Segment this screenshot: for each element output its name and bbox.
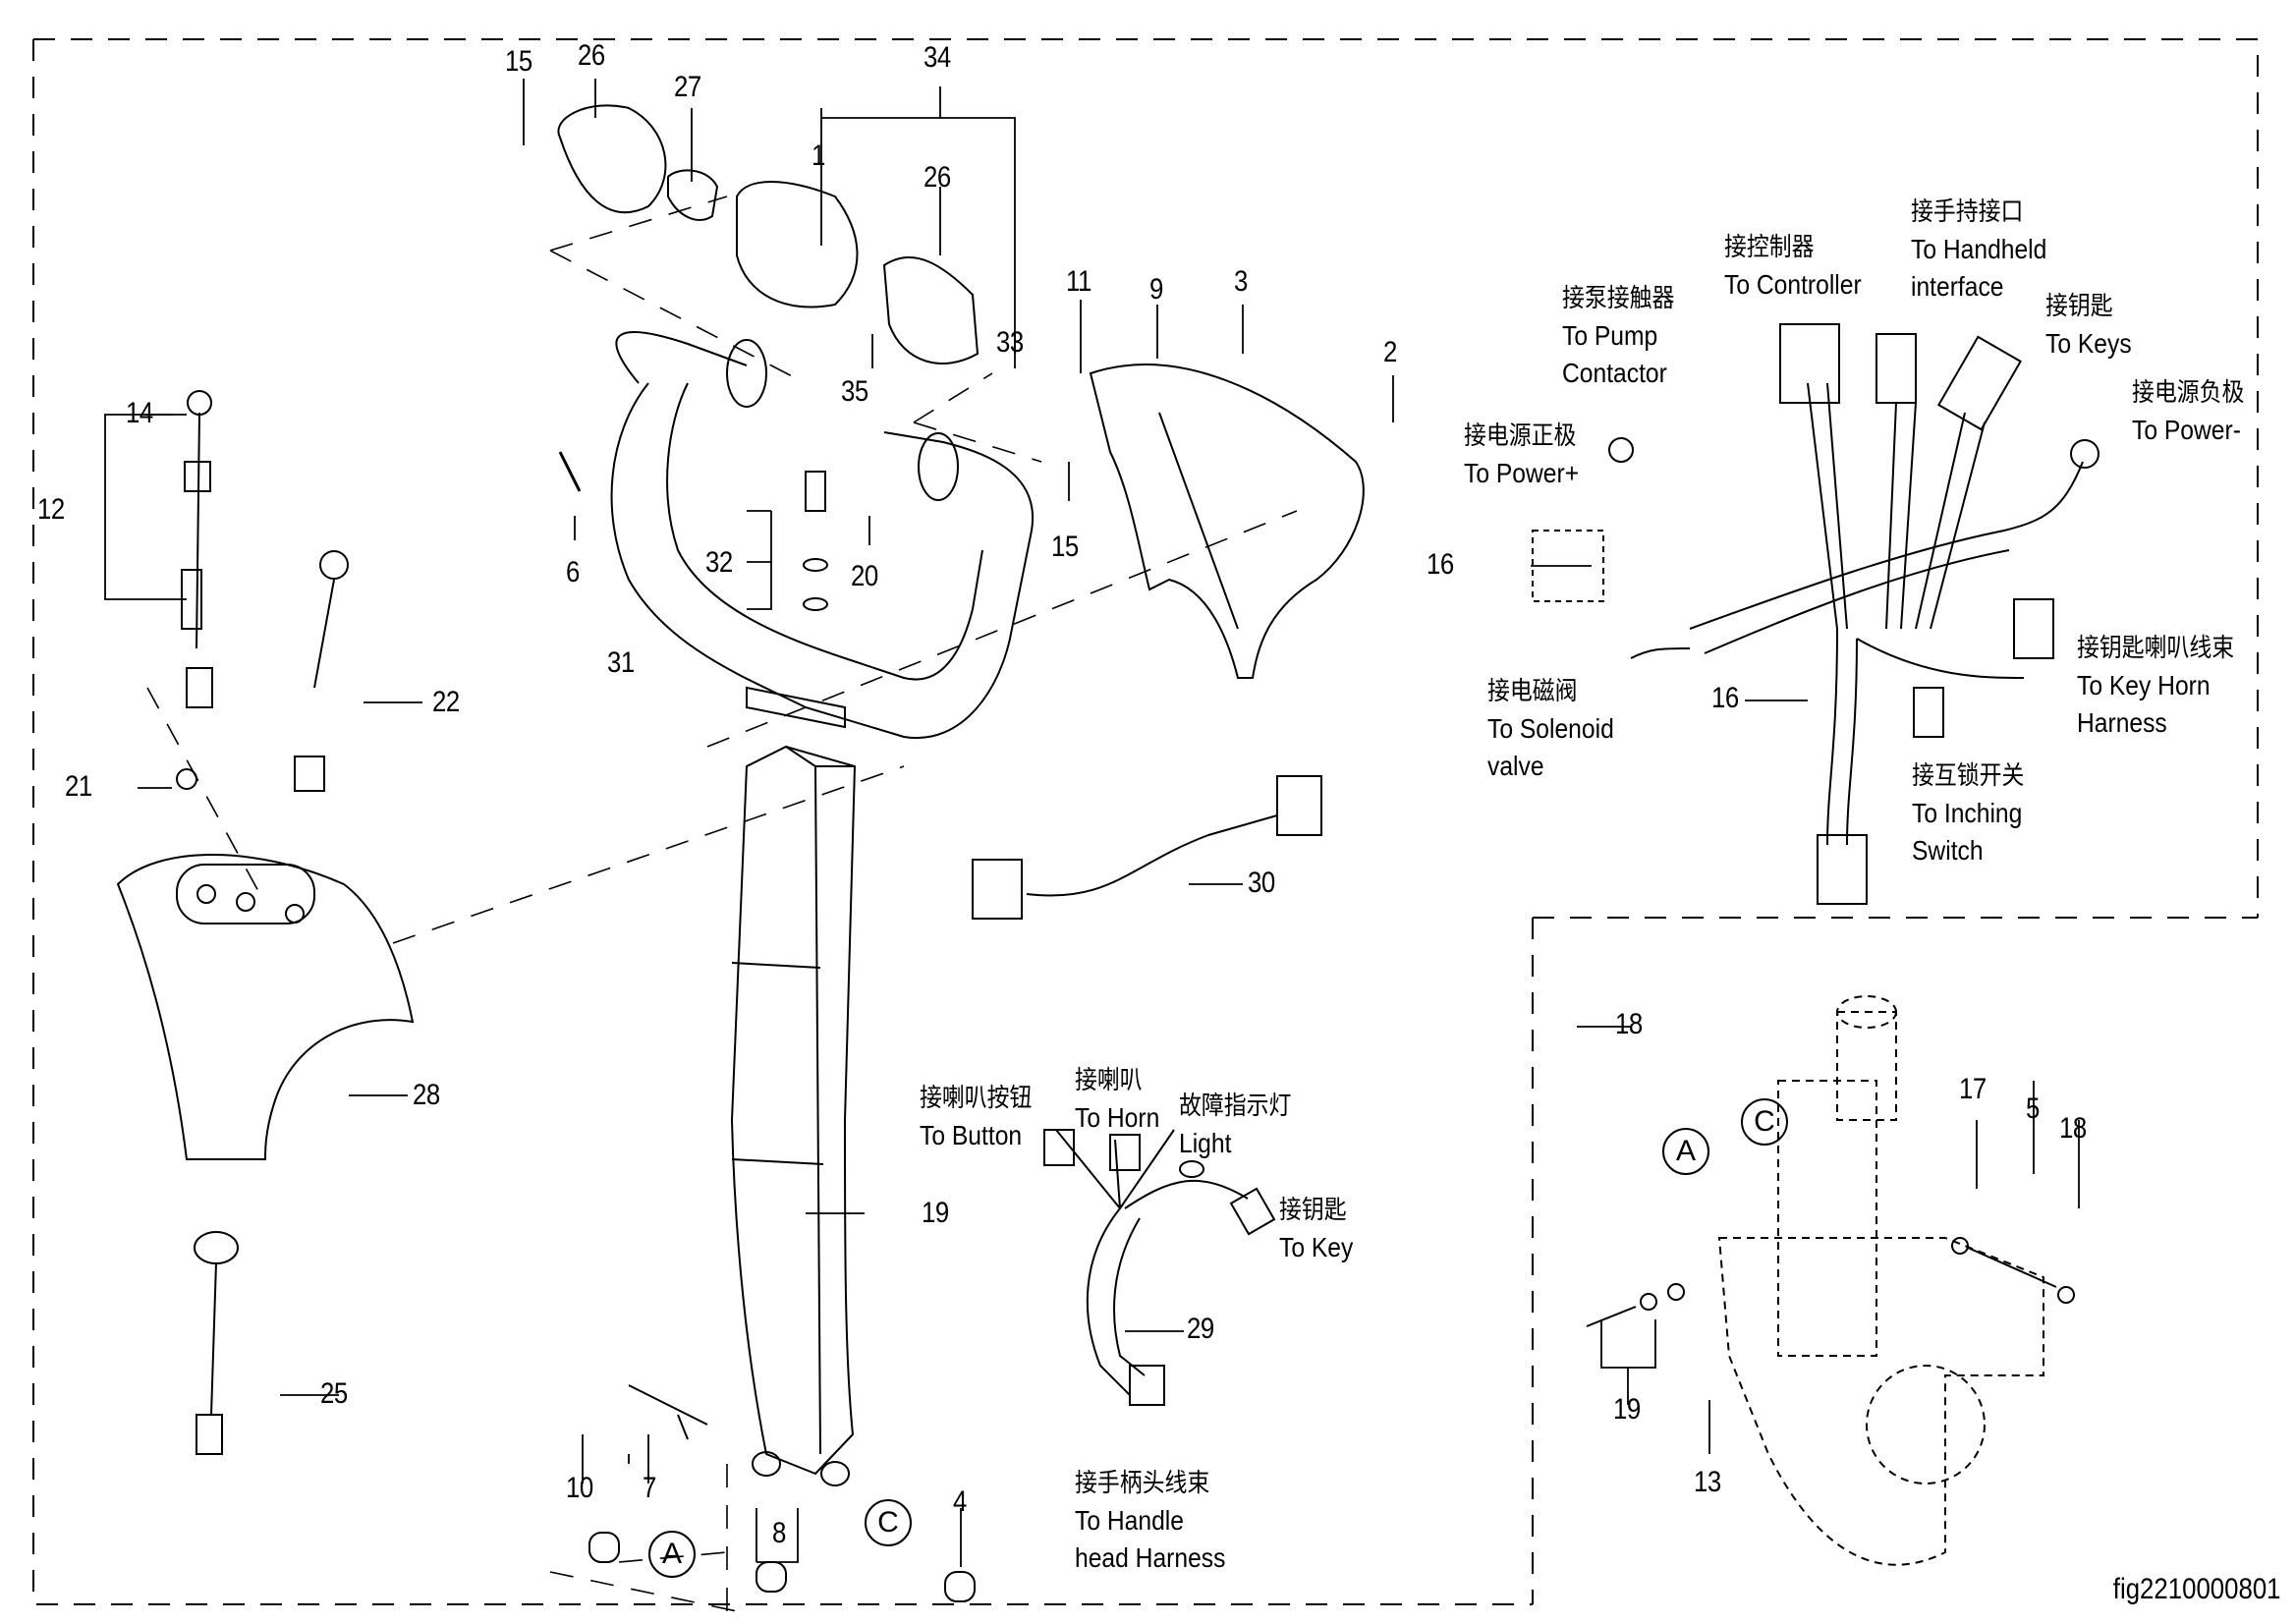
- callout-1: 1: [812, 140, 825, 172]
- annotation-pump-contactor: 接泵接触器 To Pump Contactor: [1562, 284, 1675, 388]
- callout-8: 8: [772, 1517, 786, 1549]
- ref-marker-c-drive: C: [1741, 1098, 1788, 1146]
- callout-16: 16: [1711, 682, 1739, 714]
- callout-6: 6: [566, 556, 580, 588]
- annotation-key: 接钥匙 To Key: [1279, 1196, 1354, 1262]
- ref-marker-c-bottom: C: [865, 1499, 912, 1546]
- callout-26-mid: 26: [924, 161, 951, 194]
- callout-20: 18: [1615, 1008, 1643, 1040]
- callout-31: 31: [607, 646, 635, 679]
- callout-25: 25: [320, 1377, 348, 1410]
- callout-14: 14: [126, 397, 153, 429]
- ref-marker-a-bottom: A: [648, 1531, 696, 1578]
- assembly-guides: [146, 196, 1298, 1612]
- callout-3: 3: [1234, 265, 1248, 298]
- callout-2: 2: [1383, 336, 1397, 368]
- callout-15-top: 15: [505, 45, 532, 78]
- tiller-arm: [730, 745, 857, 1486]
- annotation-button: 接喇叭按钮 To Button: [920, 1084, 1033, 1150]
- callout-33: 33: [996, 326, 1024, 359]
- callout-34: 34: [924, 41, 951, 74]
- annotation-keys: 接钥匙 To Keys: [2045, 292, 2132, 359]
- annotation-handle-head: 接手柄头线束 To Handle head Harness: [1075, 1469, 1226, 1573]
- callout-22: 20: [851, 560, 878, 592]
- ref-marker-a-drive: A: [1662, 1128, 1709, 1175]
- callout-4: 4: [953, 1485, 967, 1518]
- annotation-light: 故障指示灯 Light: [1179, 1092, 1292, 1158]
- callout-9: 9: [1149, 273, 1163, 306]
- annotation-power-pos: 接电源正极 To Power+: [1464, 421, 1580, 488]
- cover-28: [116, 854, 415, 1160]
- drive-unit-20: [1717, 995, 2044, 1566]
- callout-27: 27: [674, 71, 701, 103]
- annotation-solenoid: 接电磁阀 To Solenoid valve: [1487, 677, 1614, 781]
- fuse-17-box: [1532, 530, 1604, 602]
- callout-32: 32: [705, 546, 733, 579]
- handle-bar: [610, 331, 1035, 740]
- annotation-horn: 接喇叭 To Horn: [1075, 1066, 1160, 1133]
- callout-17: 16: [1427, 548, 1454, 581]
- annotation-handheld: 接手持接口 To Handheld interface: [1911, 197, 2047, 302]
- cover-3: [1089, 364, 1365, 679]
- callout-5: 5: [2026, 1092, 2040, 1125]
- annotation-key-horn: 接钥匙喇叭线束 To Key Horn Harness: [2077, 634, 2235, 738]
- callout-26-top: 26: [578, 39, 605, 72]
- leader-lines: [104, 79, 2080, 1567]
- callout-13: 13: [1694, 1466, 1721, 1498]
- wiring-harness-29: [1043, 1129, 1276, 1406]
- callout-28: 28: [413, 1079, 440, 1111]
- figure-id: fig2210000801: [2113, 1573, 2281, 1605]
- callout-7: 7: [643, 1472, 656, 1504]
- callout-18-left: 17: [1959, 1073, 1987, 1105]
- callout-18-right: 18: [2059, 1112, 2087, 1145]
- wiring-harness-30: [972, 775, 1322, 920]
- annotation-inching: 接互锁开关 To Inching Switch: [1912, 761, 2025, 866]
- annotation-controller: 接控制器 To Controller: [1724, 233, 1862, 300]
- callout-21: 19: [922, 1197, 949, 1229]
- callout-19: 19: [1613, 1393, 1641, 1426]
- callout-29: 29: [1187, 1313, 1214, 1345]
- callout-24: 22: [432, 686, 460, 718]
- small-parts: [176, 104, 2075, 1602]
- callout-35: 35: [841, 375, 868, 408]
- callout-30: 30: [1248, 867, 1275, 899]
- callout-15-mid: 15: [1051, 531, 1079, 563]
- wiring-harness-16: [1608, 323, 2099, 905]
- callout-23: 21: [65, 770, 92, 803]
- boundary-frame: [32, 38, 2259, 1605]
- callout-12: 12: [37, 493, 65, 526]
- callout-11: 11: [1066, 265, 1092, 298]
- callout-10: 10: [566, 1472, 593, 1504]
- annotation-power-neg: 接电源负极 To Power-: [2132, 378, 2245, 445]
